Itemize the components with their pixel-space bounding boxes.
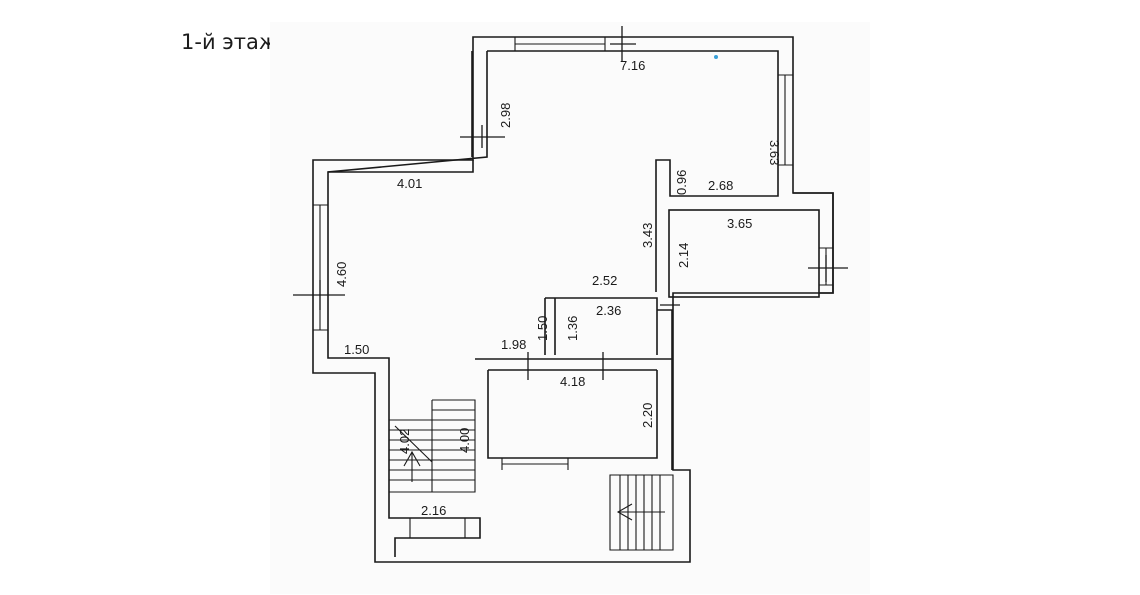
dim-1-98: 1.98 [501,337,526,352]
axis-mark-left-upper [460,125,505,148]
blue-marker [714,55,718,59]
dim-4-02: 4.02 [397,429,412,454]
dim-3-43: 3.43 [640,223,655,248]
dim-1-50: 1.50 [344,342,369,357]
dim-1-50-vertical: 1.50 [535,316,550,341]
axis-mark-right [808,255,848,282]
dim-2-68: 2.68 [708,178,733,193]
dim-2-36: 2.36 [596,303,621,318]
central-partition [544,297,658,355]
lower-room-outline [475,309,673,470]
outer-wall-outline [312,36,834,563]
dim-4-18: 4.18 [560,374,585,389]
dim-4-01: 4.01 [397,176,422,191]
dim-2-16: 2.16 [421,503,446,518]
dim-4-00: 4.00 [457,428,472,453]
window-bottom [409,458,569,538]
dim-4-60: 4.60 [334,262,349,287]
stair-left-arrow [403,450,421,482]
dim-2-20: 2.20 [640,403,655,428]
dim-2-14: 2.14 [676,243,691,268]
dim-1-36: 1.36 [565,316,580,341]
dim-2-98: 2.98 [498,103,513,128]
dim-3-65: 3.65 [727,216,752,231]
plan-background [270,22,870,594]
dim-2-52: 2.52 [592,273,617,288]
dim-0-96: 0.96 [674,170,689,195]
right-outer-bump [793,192,834,294]
axis-mark-top [610,26,636,62]
inner-wall-outline [487,50,779,292]
stair-left [389,399,476,493]
axis-mark-left [293,280,345,310]
stair-right-arrow [616,503,665,521]
inner-wall-left-main [328,160,474,173]
window-top [514,37,606,51]
window-left [313,204,328,331]
dim-3-63: 3.63 [767,140,782,165]
window-right-top [778,74,793,166]
inner-wall-left [327,51,488,557]
floor-title: 1-й этаж [181,30,278,54]
room-right-small [668,209,820,298]
dim-7-16: 7.16 [620,58,645,73]
